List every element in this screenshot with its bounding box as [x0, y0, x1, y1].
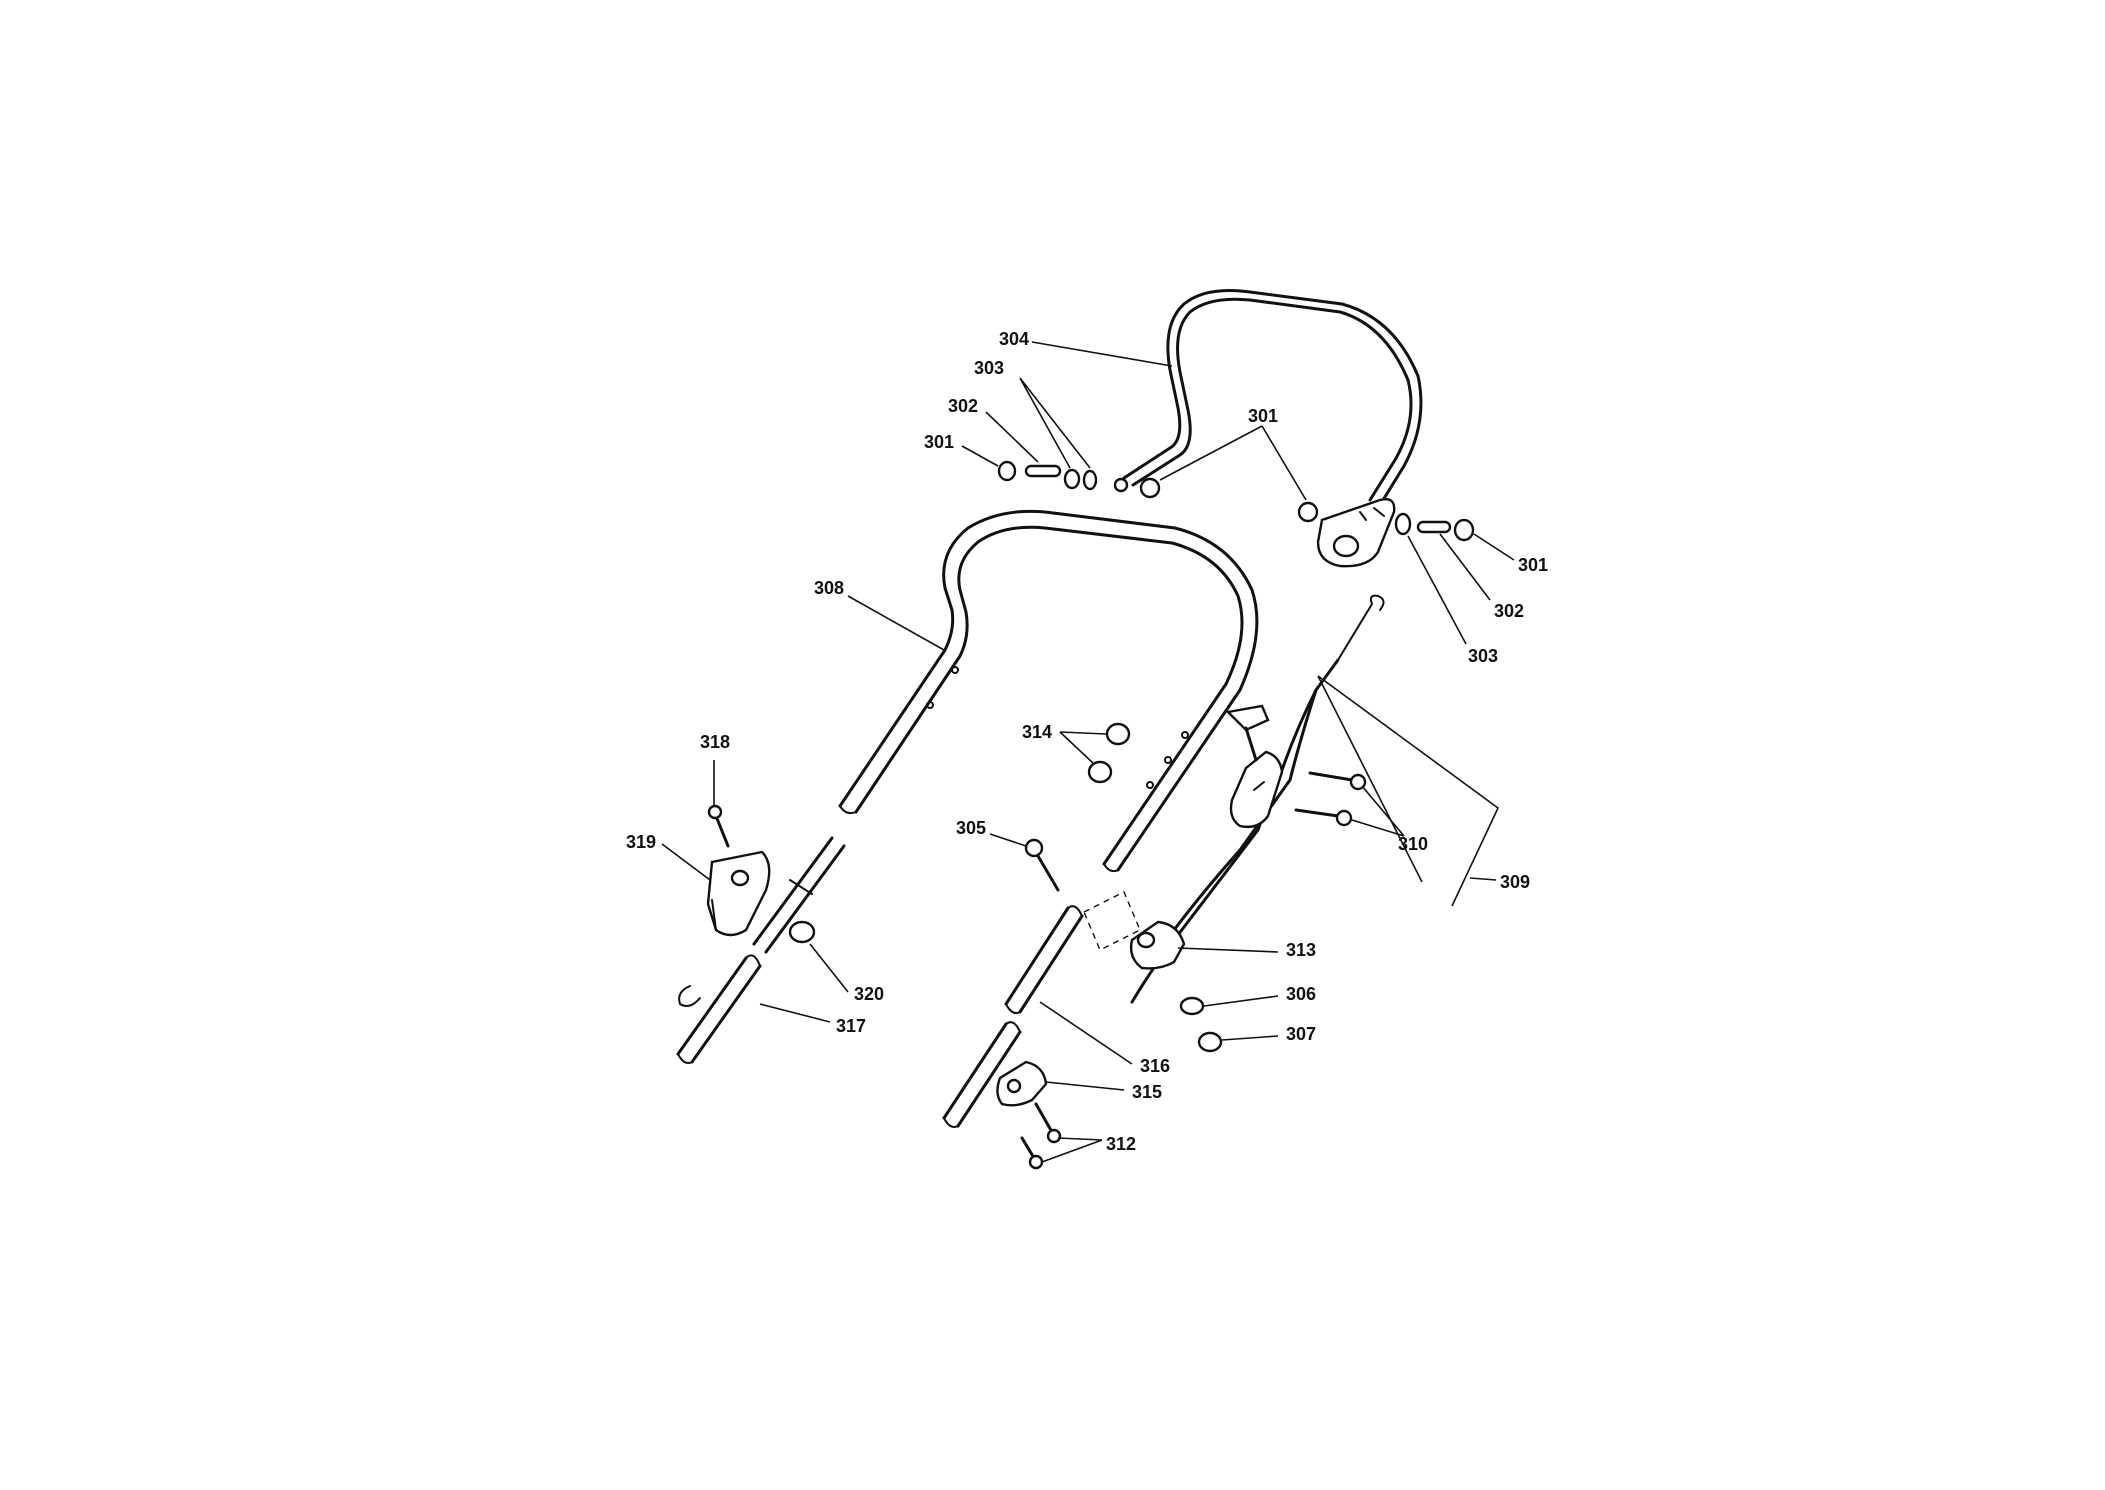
cable-clip-313: [1129, 920, 1186, 970]
nut-301-left: [997, 460, 1017, 482]
label-301-right: 301: [1518, 555, 1548, 575]
bolt-318: [707, 804, 730, 848]
label-318: 318: [700, 732, 730, 752]
nuts-314: [1087, 722, 1131, 784]
label-316: 316: [1140, 1056, 1170, 1076]
connector-tube-lower-left: [752, 836, 846, 954]
label-320: 320: [854, 984, 884, 1004]
label-312: 312: [1106, 1134, 1136, 1154]
label-307: 307: [1286, 1024, 1316, 1044]
label-315: 315: [1132, 1082, 1162, 1102]
label-304: 304: [999, 329, 1029, 349]
label-308: 308: [814, 578, 844, 598]
nut-301-right: [1453, 518, 1475, 542]
nut-307: [1197, 1031, 1223, 1053]
bolt-302-right: [1416, 520, 1452, 534]
label-302-right: 302: [1494, 601, 1524, 621]
label-314: 314: [1022, 722, 1052, 742]
label-310: 310: [1398, 834, 1428, 854]
label-302-left: 302: [948, 396, 978, 416]
bracket-319: [706, 850, 771, 937]
label-306: 306: [1286, 984, 1316, 1004]
washer-303-left-a: [1063, 468, 1081, 490]
washer-303-left-b: [1082, 469, 1098, 491]
bolt-302-left: [1024, 464, 1062, 478]
label-313: 313: [1286, 940, 1316, 960]
clamp-315: [996, 1060, 1048, 1107]
label-303-left: 303: [974, 358, 1004, 378]
label-301-left: 301: [924, 432, 954, 452]
nut-301-center: [1139, 477, 1161, 499]
screws-312: [1020, 1102, 1062, 1170]
washer-306: [1179, 996, 1205, 1016]
screws-310: [1294, 771, 1367, 827]
label-301-top: 301: [1248, 406, 1278, 426]
alignment-guide: [1083, 891, 1141, 951]
label-319: 319: [626, 832, 656, 852]
washer-303-right: [1394, 512, 1412, 536]
leader-lines: [661, 341, 1515, 1163]
label-317: 317: [836, 1016, 866, 1036]
nut-320: [788, 920, 816, 944]
label-303-right: 303: [1468, 646, 1498, 666]
upper-handle-304: [1113, 289, 1423, 568]
nut-301-bracket: [1297, 501, 1319, 523]
bolt-305: [1024, 838, 1060, 892]
label-305: 305: [956, 818, 986, 838]
lower-handle-308: [838, 509, 1259, 873]
tube-317: [676, 954, 762, 1064]
control-cable-309: [1130, 594, 1385, 1004]
label-309: 309: [1500, 872, 1530, 892]
lower-tube-316: [942, 905, 1084, 1128]
